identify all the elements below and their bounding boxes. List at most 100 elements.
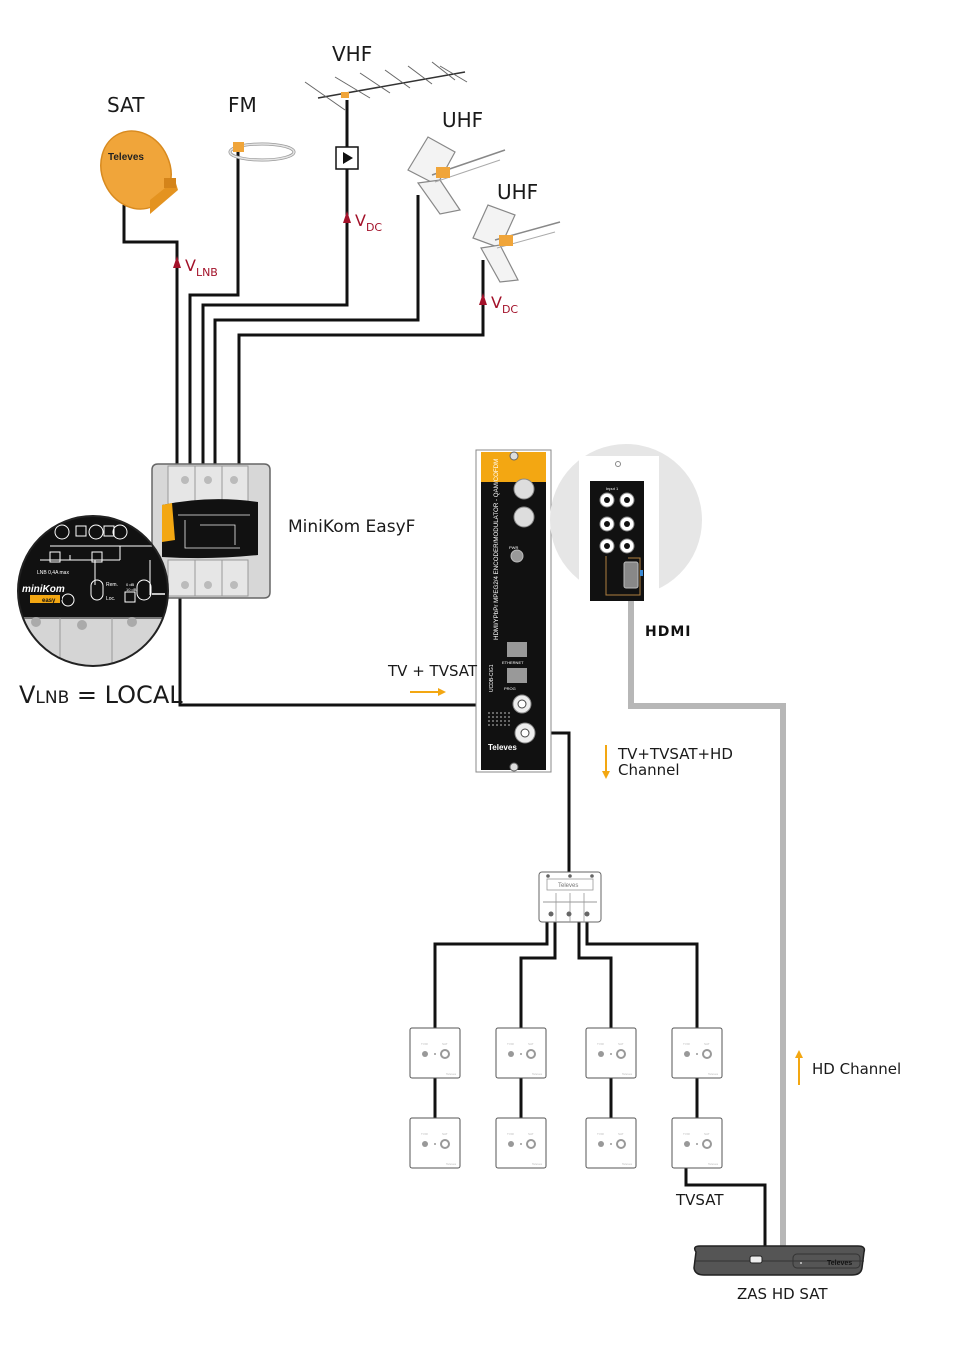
sat-port-label: SAT: [528, 1132, 534, 1136]
sat-port-label: SAT: [528, 1042, 534, 1046]
flow-tv-tvsat-hd-line2: Channel: [618, 761, 680, 779]
label-uhf-2: UHF: [497, 180, 538, 204]
wire-sat: [122, 205, 179, 465]
modulator-prog: PROG: [504, 686, 516, 691]
outlet-brand: Televes: [708, 1162, 719, 1166]
uhf-antenna-1: [407, 136, 506, 215]
outlet-brand: Televes: [446, 1072, 457, 1076]
tv-port: [684, 1051, 690, 1057]
tv-port-label: TV/R: [597, 1132, 605, 1136]
modulator-model: UCDB-CIG1: [489, 664, 495, 692]
modulator-brand: Televes: [488, 743, 517, 752]
svg-text:VDC: VDC: [355, 211, 382, 234]
tv-port: [684, 1141, 690, 1147]
svg-text:VLNB: VLNB: [185, 256, 218, 279]
label-sat: SAT: [107, 93, 145, 117]
vlnb-local-label: VLNB = LOCAL: [19, 681, 183, 709]
outlet-brand: Televes: [532, 1162, 543, 1166]
tv-port-label: TV/R: [507, 1132, 515, 1136]
sat-port: [440, 1049, 450, 1059]
vhf-amplifier: [335, 146, 359, 170]
splitter-brand: Televes: [558, 883, 578, 889]
hdmi-modulator: PWR ETHERNET PROG Televes HDMI/YPbPr MPE…: [475, 449, 552, 773]
arrow-up-icon: [795, 1050, 803, 1085]
inset-rem-text: Rem.: [106, 582, 118, 588]
sat-port: [440, 1139, 450, 1149]
inset-logo-sub: easy: [42, 598, 56, 604]
sat-port: [526, 1049, 536, 1059]
label-fm: FM: [228, 93, 257, 117]
flow-tvsat: TVSAT: [675, 1191, 724, 1209]
sat-port-label: SAT: [442, 1042, 448, 1046]
outlet-brand: Televes: [708, 1072, 719, 1076]
outlet-brand: Televes: [622, 1162, 633, 1166]
inset-input-label: Input 1: [606, 486, 619, 491]
inset-db0-text: 0 dB: [126, 582, 135, 587]
wire-uhf1: [213, 195, 420, 465]
wire-splitter-out-1: [433, 922, 549, 1028]
tv-port-label: TV/R: [683, 1132, 691, 1136]
tv-port-label: TV/R: [421, 1042, 429, 1046]
tv-port-label: TV/R: [597, 1042, 605, 1046]
modulator-inputs-inset: Input 1: [550, 444, 702, 601]
inset-loc-text: Loc.: [106, 596, 115, 602]
wall-outlet: TV/R SAT Televes: [495, 1027, 547, 1079]
tv-port: [508, 1141, 514, 1147]
modulator-pwr: PWR: [509, 545, 518, 550]
sat-dish: Televes: [100, 130, 178, 214]
arrow-down-icon: [602, 745, 610, 779]
coax-wires: [122, 100, 767, 1246]
flow-tv-tvsat-hd-line1: TV+TVSAT+HD: [617, 745, 733, 763]
tv-port-label: TV/R: [683, 1042, 691, 1046]
wall-outlet: TV/R SAT Televes: [409, 1027, 461, 1079]
tv-port-label: TV/R: [421, 1132, 429, 1136]
outlet-brand: Televes: [532, 1072, 543, 1076]
flow-tv-tvsat: TV + TVSAT: [387, 662, 478, 680]
inset-db10-text: 10 dB: [126, 587, 137, 592]
wire-splitter-out-4: [585, 922, 699, 1028]
sat-dish-brand: Televes: [108, 152, 144, 163]
sat-port: [702, 1049, 712, 1059]
tv-port-label: TV/R: [507, 1042, 515, 1046]
minikom-inset: miniKom easy LNB 0,4A max Rem. Loc. 0 dB…: [17, 515, 169, 667]
arrow-right-icon: [410, 688, 446, 696]
sat-port-label: SAT: [618, 1132, 624, 1136]
uhf-antenna-2: [472, 204, 561, 283]
wire-vhf: [201, 100, 349, 465]
label-vhf: VHF: [332, 42, 372, 66]
hdmi-cable: [628, 585, 786, 1246]
tv-port: [598, 1051, 604, 1057]
vhf-antenna: [304, 61, 468, 111]
wire-uhf2: [237, 260, 485, 465]
tv-port: [422, 1141, 428, 1147]
outlet-brand: Televes: [622, 1072, 633, 1076]
outlet-brand: Televes: [446, 1162, 457, 1166]
sat-port: [616, 1139, 626, 1149]
inset-logo: miniKom: [22, 584, 65, 595]
modulator-ethernet: ETHERNET: [502, 660, 524, 665]
wire-fm: [188, 150, 240, 465]
tv-port: [508, 1051, 514, 1057]
sat-port-label: SAT: [704, 1042, 710, 1046]
wire-headend-to-modulator: [178, 595, 520, 707]
fm-antenna: [228, 142, 296, 162]
minikom-headend: [151, 463, 271, 599]
vdc-vhf-marker: VDC: [343, 211, 382, 234]
sat-port: [526, 1139, 536, 1149]
wall-outlet: TV/R SAT Televes: [585, 1027, 637, 1079]
vlnb-marker: VLNB: [173, 256, 218, 279]
wire-splitter-out-2: [519, 922, 557, 1028]
wall-outlet: TV/R SAT Televes: [495, 1117, 547, 1169]
headend-label: MiniKom EasyF: [288, 517, 415, 537]
receiver-brand: Televes: [827, 1260, 852, 1267]
sat-port-label: SAT: [618, 1042, 624, 1046]
splitter: Televes: [538, 871, 602, 923]
flow-hd-channel: HD Channel: [812, 1060, 901, 1078]
hdmi-logo: HDMI: [645, 624, 691, 640]
modulator-side-text: HDMI/YPbPr MPEG2/4 ENCODER/MODULATOR - Q…: [493, 459, 500, 640]
wall-outlet: TV/R SAT Televes: [671, 1027, 723, 1079]
